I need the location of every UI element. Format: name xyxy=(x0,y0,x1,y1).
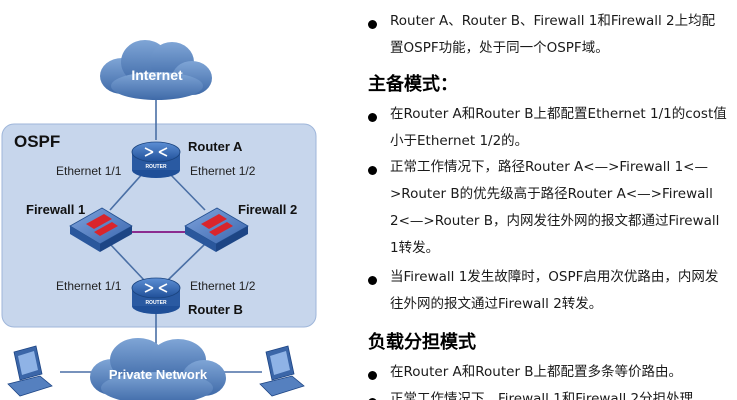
firewall-1-name: Firewall 1 xyxy=(26,202,86,217)
link-fw2-routerB xyxy=(167,243,206,281)
pc-left-icon xyxy=(7,345,53,397)
bullet-dot xyxy=(368,113,377,122)
ospf-area xyxy=(1,123,317,328)
ospf-area-label: OSPF xyxy=(14,132,61,151)
network-diagram: ROUTER ROUTER xyxy=(0,0,340,400)
router-b-icon: ROUTER xyxy=(131,277,181,314)
svg-text:ROUTER: ROUTER xyxy=(145,164,167,170)
intro-text: Router A、Router B、Firewall 1和Firewall 2上… xyxy=(390,13,716,56)
pc-right-icon xyxy=(259,345,305,397)
svg-text:ROUTER: ROUTER xyxy=(145,300,167,306)
link-routerA-fw1 xyxy=(109,171,145,211)
router-b-port-right: Ethernet 1/2 xyxy=(190,279,256,293)
bullet-dot xyxy=(368,20,377,29)
internet-cloud-label: Internet xyxy=(131,67,183,83)
load-bullet-1-text: 在Router A和Router B上都配置多条等价路由。 xyxy=(390,364,683,380)
load-bullet-2-text: 正常工作情况下，Firewall 1和Firewall 2分担处理 xyxy=(390,391,694,400)
internet-cloud xyxy=(100,40,212,100)
bullet-dot xyxy=(368,398,377,400)
router-b-name: Router B xyxy=(188,302,243,317)
bullet-dot xyxy=(368,276,377,285)
private-network-cloud xyxy=(90,338,226,400)
link-routerA-fw2 xyxy=(167,171,206,211)
load-sharing-heading: 负载分担模式 xyxy=(368,332,476,353)
explanation-panel: Router A、Router B、Firewall 1和Firewall 2上… xyxy=(366,0,737,400)
bullet-dot xyxy=(368,371,377,380)
firewall-2-icon xyxy=(184,207,249,252)
router-a-name: Router A xyxy=(188,139,243,154)
link-fw1-routerB xyxy=(109,243,145,281)
bullet-dot xyxy=(368,166,377,175)
router-a-icon: ROUTER xyxy=(131,141,181,178)
router-a-port-right: Ethernet 1/2 xyxy=(190,164,256,178)
firewall-1-icon xyxy=(69,207,133,252)
private-network-cloud-label: Private Network xyxy=(108,367,208,382)
master-bullet-2-text: 正常工作情况下，路径Router A<—>Firewall 1<—>Router… xyxy=(390,159,720,256)
master-backup-heading: 主备模式： xyxy=(368,74,458,95)
router-b-port-left: Ethernet 1/1 xyxy=(56,279,122,293)
firewall-2-name: Firewall 2 xyxy=(238,202,298,217)
master-bullet-1-text: 在Router A和Router B上都配置Ethernet 1/1的cost值… xyxy=(390,106,727,149)
diagram-canvas: ROUTER ROUTER xyxy=(1,40,317,400)
router-a-port-left: Ethernet 1/1 xyxy=(56,164,122,178)
master-bullet-3-text: 当Firewall 1发生故障时，OSPF启用次优路由，内网发往外网的报文通过F… xyxy=(390,269,719,312)
